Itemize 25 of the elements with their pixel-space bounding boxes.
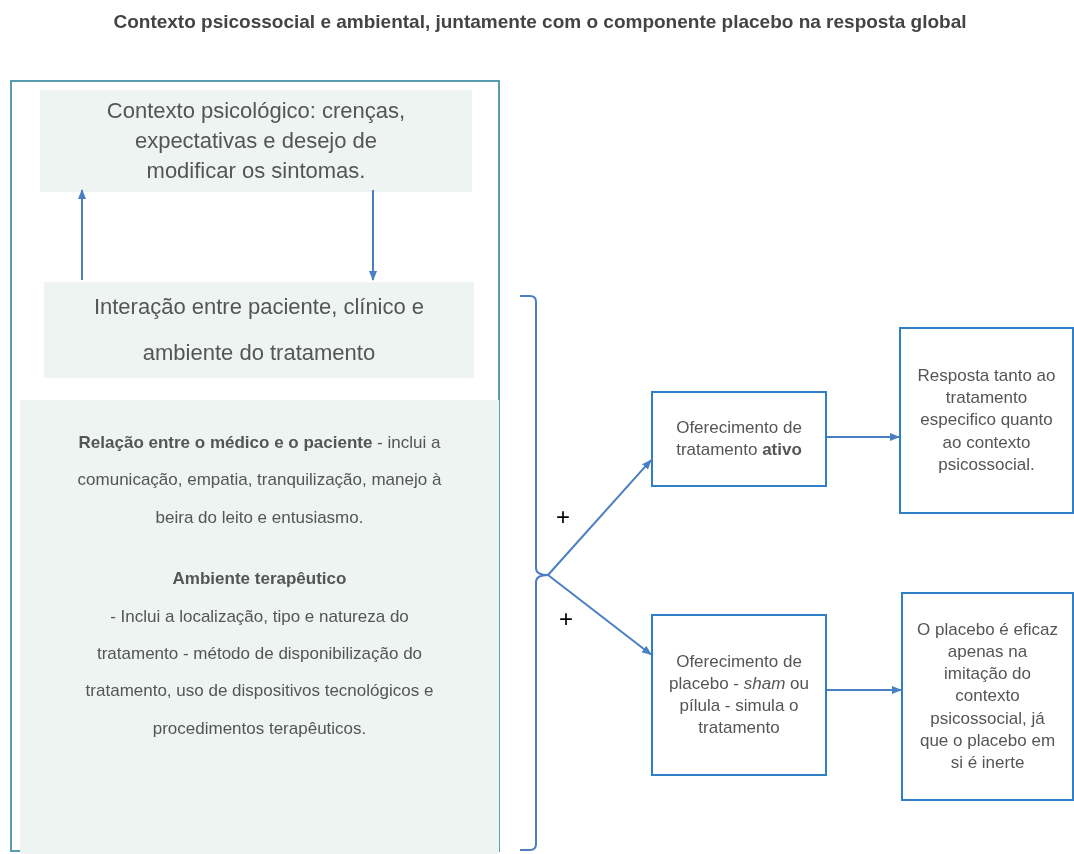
process-box bbox=[651, 391, 827, 487]
bracket bbox=[518, 294, 548, 852]
process-box bbox=[651, 614, 827, 776]
title: Contexto psicossocial e ambiental, juntamente com o componente placebo na resposta global bbox=[112, 10, 968, 34]
result-box bbox=[899, 327, 1074, 514]
arrow bbox=[547, 574, 652, 656]
node-text: O placebo é eficaz apenas na imitação do contexto psicossocial, já que o placebo em si é inerte bbox=[916, 619, 1059, 774]
node-text: Relação entre o médico e o paciente - inclui a comunicação, empatia, tranquilização, manejo à beira do leito e entusiasmo. bbox=[76, 432, 443, 529]
node-text: Resposta tanto ao tratamento especifico quanto ao contexto psicossocial. bbox=[916, 365, 1057, 476]
node-text: - Inclui a localização, tipo e natureza do tratamento - método de disponibilização do tratamento, uso de dispositivos tecnológicos e procedimentos terapêuticos. bbox=[84, 605, 435, 740]
node-text: Contexto psicológico: crenças, expectativas e desejo de modificar os sintomas. bbox=[105, 97, 407, 185]
arrow bbox=[78, 189, 86, 281]
context-box bbox=[40, 90, 472, 192]
arrow bbox=[369, 189, 377, 281]
result-box bbox=[901, 592, 1074, 801]
panel bbox=[10, 80, 500, 852]
interaction-box bbox=[44, 282, 474, 378]
arrow bbox=[826, 686, 902, 694]
node-text: Oferecimento de placebo - sham ou pílula - simula o tratamento bbox=[668, 650, 810, 740]
node-text: Interação entre paciente, clínico e ambiente do tratamento bbox=[92, 292, 426, 367]
node-text: Ambiente terapêutico bbox=[172, 568, 347, 591]
description-box bbox=[20, 400, 499, 854]
arrow bbox=[826, 433, 900, 441]
node-text: Oferecimento de tratamento ativo bbox=[675, 416, 803, 461]
arrow bbox=[547, 459, 652, 576]
